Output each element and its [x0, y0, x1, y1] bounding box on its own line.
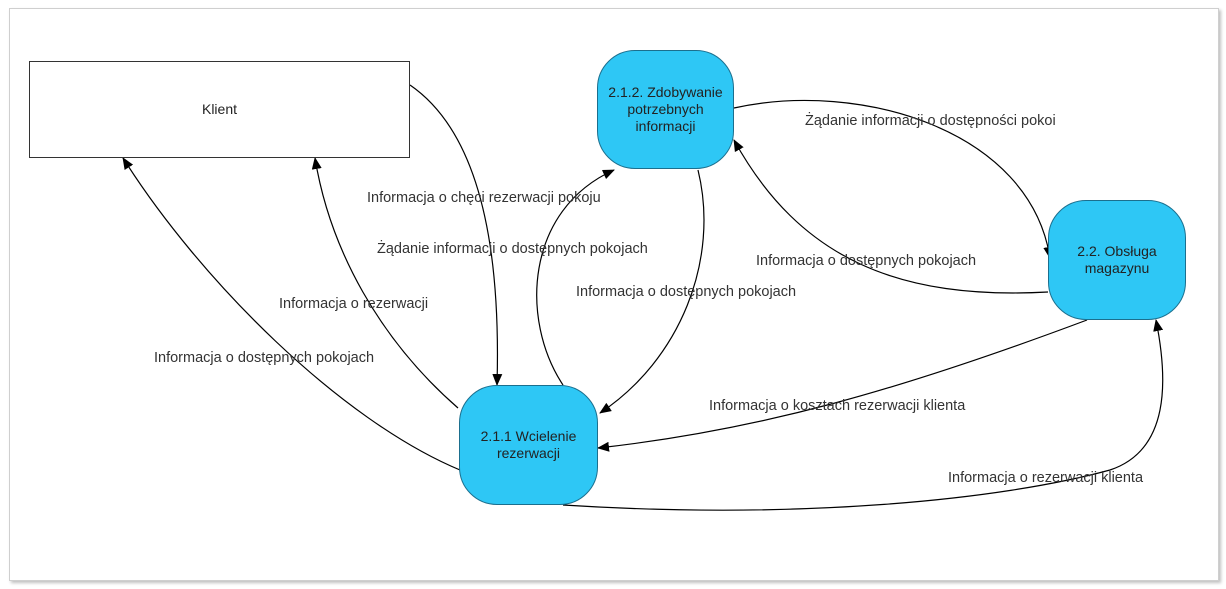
- flow-label-8: Informacja o kosztach rezerwacji klienta: [709, 398, 966, 414]
- flow-label-1: Informacja o chęci rezerwacji pokoju: [367, 190, 601, 206]
- external-entity-client[interactable]: Klient: [29, 61, 410, 158]
- flow-label-3: Informacja o dostępnych pokojach: [576, 284, 797, 300]
- arrow-p22-to-p212: [733, 139, 1049, 294]
- arrow-p211-to-p22: [562, 319, 1164, 511]
- arrow-client-to-p211: [409, 84, 503, 386]
- arrow-p212-to-p211: [599, 169, 705, 414]
- process-2-2-label: 2.2. Obsługa magazynu: [1077, 243, 1157, 276]
- process-2-1-2[interactable]: 2.1.2. Zdobywanie potrzebnych informacji: [597, 50, 734, 169]
- arrow-p211-to-client-reservation: [311, 157, 459, 409]
- process-2-1-1-label: 2.1.1 Wcielenie rezerwacji: [480, 428, 577, 461]
- process-2-1-2-label: 2.1.2. Zdobywanie potrzebnych informacji: [608, 84, 723, 134]
- arrow-p211-to-p212: [536, 169, 615, 386]
- process-2-2[interactable]: 2.2. Obsługa magazynu: [1048, 200, 1186, 320]
- arrow-p211-to-client-rooms: [122, 157, 461, 471]
- arrow-p212-to-p22: [733, 99, 1054, 259]
- flow-label-6: Żądanie informacji o dostępności pokoi: [805, 113, 1056, 129]
- flow-label-5: Informacja o dostępnych pokojach: [154, 350, 375, 366]
- client-label: Klient: [201, 101, 238, 117]
- flow-label-2: Żądanie informacji o dostępnych pokojach: [377, 241, 648, 257]
- flow-label-7: Informacja o dostępnych pokojach: [756, 253, 977, 269]
- flow-label-4: Informacja o rezerwacji: [279, 296, 429, 312]
- flow-label-9: Informacja o rezerwacji klienta: [948, 470, 1144, 486]
- process-2-1-1[interactable]: 2.1.1 Wcielenie rezerwacji: [459, 385, 598, 505]
- arrow-p22-to-p211: [597, 319, 1088, 452]
